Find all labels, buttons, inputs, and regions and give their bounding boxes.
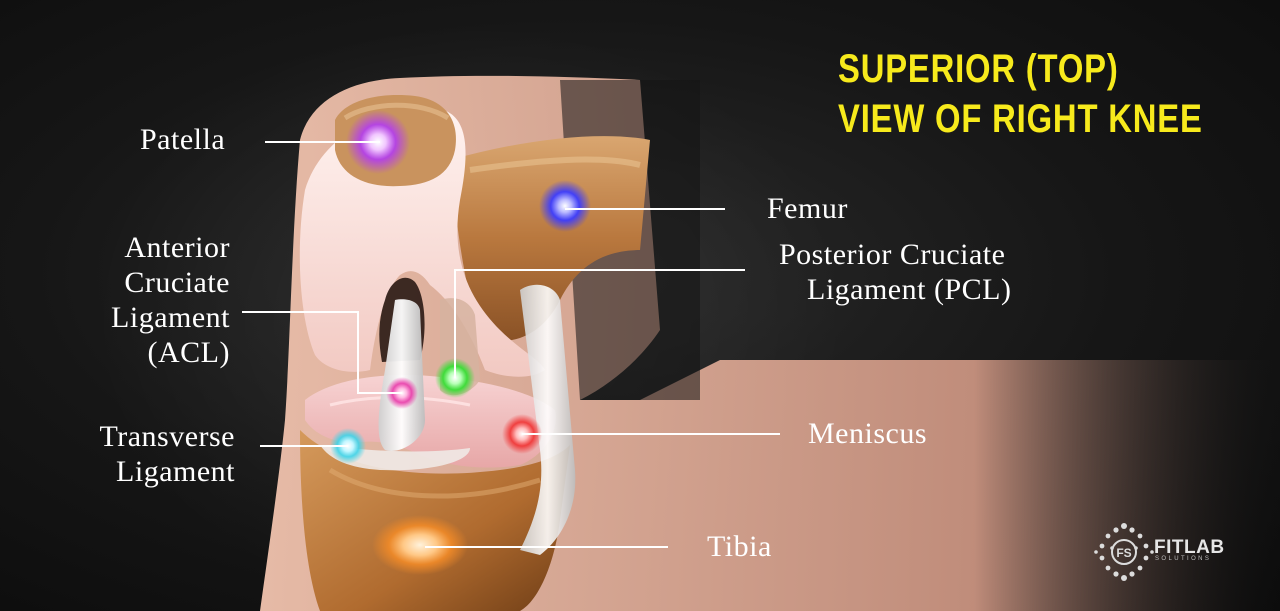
pcl-label: Posterior Cruciate Ligament (PCL) <box>779 237 1011 307</box>
pcl-label-line-2: Ligament (PCL) <box>807 273 1012 306</box>
acl-label: Anterior Cruciate Ligament (ACL) <box>111 230 230 370</box>
transverse-label-line-1: Transverse <box>99 420 235 453</box>
diagram-title: SUPERIOR (TOP) VIEW OF RIGHT KNEE <box>838 44 1203 144</box>
femur-marker <box>539 180 591 232</box>
acl-label-line-2: Cruciate <box>124 266 230 299</box>
transverse-label: Transverse Ligament <box>99 419 235 489</box>
tibia-marker <box>372 515 468 575</box>
logo-mark: FS <box>1116 546 1131 560</box>
acl-label-line-4: (ACL) <box>147 336 230 369</box>
title-line-2: VIEW OF RIGHT KNEE <box>838 97 1203 141</box>
pcl-leader <box>454 269 745 378</box>
leader-lines <box>242 141 780 548</box>
pcl-label-line-1: Posterior Cruciate <box>779 238 1006 271</box>
acl-label-line-1: Anterior <box>124 231 230 264</box>
title-line-1: SUPERIOR (TOP) <box>838 47 1119 91</box>
transverse-label-line-2: Ligament <box>116 455 235 488</box>
acl-leader <box>242 311 402 394</box>
acl-label-line-3: Ligament <box>111 301 230 334</box>
fitlab-logo: FS <box>1094 523 1154 581</box>
collateral-ligament <box>520 284 576 555</box>
femur-label: Femur <box>767 192 848 225</box>
patella-label: Patella <box>140 123 226 156</box>
femur-bone <box>450 136 650 341</box>
logo-name: FITLAB <box>1154 537 1225 558</box>
tibia-label: Tibia <box>707 530 772 563</box>
logo-tagline: SOLUTIONS <box>1155 556 1212 562</box>
meniscus-label: Meniscus <box>808 417 927 450</box>
acl-ligament <box>378 299 425 451</box>
